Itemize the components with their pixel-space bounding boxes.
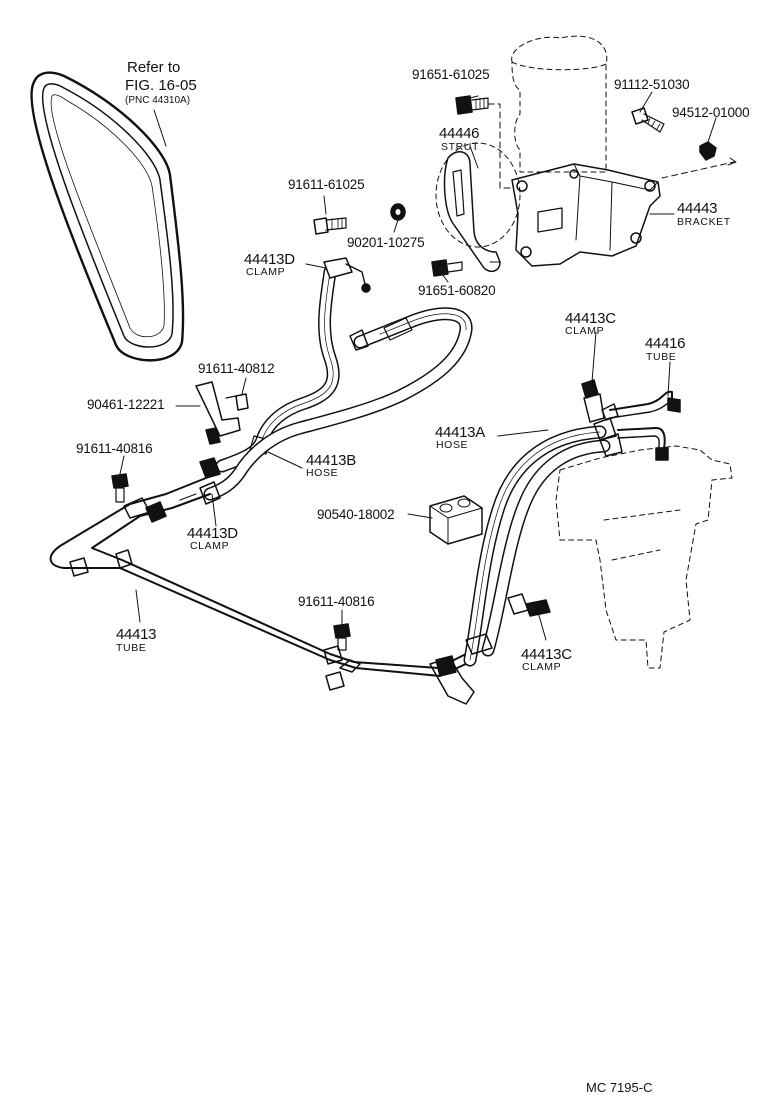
refer-note-line1: Refer to (127, 59, 181, 76)
label-clamp-c-low-name: CLAMP (522, 661, 562, 673)
clamp-44413c-low (507, 593, 551, 617)
tube-44416 (601, 390, 681, 461)
label-44413b-number: 44413B (306, 452, 356, 469)
label-clamp-d-low-name: CLAMP (190, 540, 230, 552)
label-91651-61025: 91651-61025 (412, 67, 490, 82)
refer-note-line2: FIG. 16-05 (125, 77, 197, 94)
clamp-44413d-top (323, 257, 371, 293)
bolt-91112-51030 (631, 107, 665, 133)
label-90540-18002: 90540-18002 (317, 507, 395, 522)
strut (443, 151, 501, 273)
label-90201-10275: 90201-10275 (347, 235, 425, 250)
label-clamp-d-top-name: CLAMP (246, 266, 286, 278)
label-90461-12221: 90461-12221 (87, 397, 165, 412)
label-tube-44416-name: TUBE (646, 351, 677, 363)
hose-fittings-left (179, 457, 221, 505)
label-clamp-c-top-name: CLAMP (565, 325, 605, 337)
hose-44413a (463, 417, 623, 667)
drive-belt (30, 71, 185, 362)
label-44413-number: 44413 (116, 626, 157, 643)
clamp-44413c-top (581, 379, 605, 423)
label-44413c-low-number: 44413C (521, 646, 572, 663)
label-44443-number: 44443 (677, 200, 718, 217)
bolt-91651-60820 (431, 259, 463, 277)
label-91611-40816-left: 91611-40816 (76, 441, 153, 456)
figure-code: MC 7195-C (586, 1080, 653, 1095)
steering-gearbox-outline (555, 445, 733, 669)
bolt-91611-61025 (313, 217, 347, 235)
cushion-90540-18002 (429, 495, 483, 545)
bolt-91611-40816-left (111, 473, 129, 503)
label-91112-51030: 91112-51030 (614, 77, 690, 92)
label-91611-61025: 91611-61025 (288, 177, 365, 192)
refer-note-line3: (PNC 44310A) (125, 95, 191, 106)
bracket (511, 163, 661, 267)
label-hose-b-name: HOSE (306, 467, 339, 479)
label-91611-40816-mid: 91611-40816 (298, 594, 375, 609)
label-leaders (119, 91, 717, 641)
label-44416-number: 44416 (645, 335, 686, 352)
bolt-91651-61025 (455, 95, 489, 115)
tube-44413 (49, 477, 471, 691)
reservoir-outline (511, 35, 608, 173)
assembly-leaders (487, 103, 737, 189)
nut-94512-01000 (699, 141, 717, 161)
return-hose-loop (203, 307, 473, 501)
tube-mount-bracket (429, 655, 475, 705)
label-44413d-top-number: 44413D (244, 251, 295, 268)
label-44413c-top-number: 44413C (565, 310, 616, 327)
clip-90461-12221 (195, 381, 241, 445)
label-hose-a-name: HOSE (436, 439, 469, 451)
label-44446-number: 44446 (439, 125, 480, 142)
label-44413a-number: 44413A (435, 424, 485, 441)
bolt-91611-40816-mid (333, 623, 351, 651)
washer-90201-10275 (390, 203, 406, 221)
bolt-91611-40812 (225, 393, 249, 411)
label-strut-name: STRUT (441, 141, 479, 153)
label-tube-44413-name: TUBE (116, 642, 147, 654)
label-94512-01000: 94512-01000 (672, 105, 750, 120)
label-44413d-low-number: 44413D (187, 525, 238, 542)
pump-outline (435, 142, 521, 248)
label-91651-60820: 91651-60820 (418, 283, 496, 298)
label-bracket-name: BRACKET (677, 216, 731, 228)
label-91611-40812: 91611-40812 (198, 361, 275, 376)
